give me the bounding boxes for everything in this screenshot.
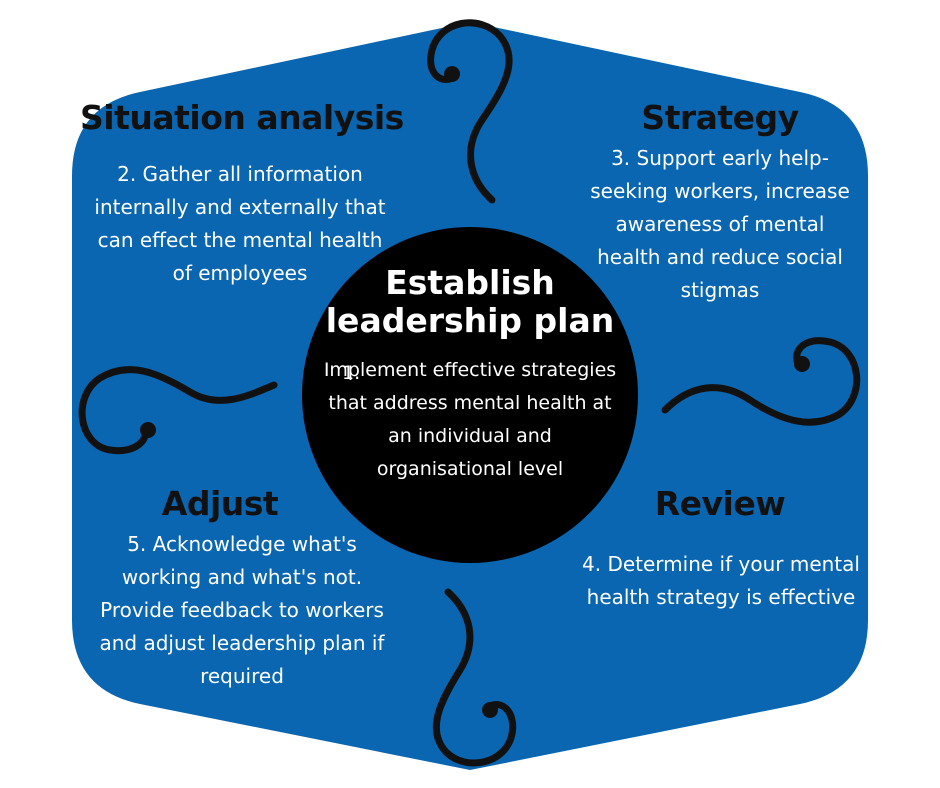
top-swirl-icon <box>427 19 513 204</box>
center-title-line2: leadership plan <box>325 301 615 340</box>
bottom-swirl-icon <box>432 588 517 767</box>
strategy-text: 3. Support early help-seeking workers, i… <box>590 146 850 302</box>
situation-heading: Situation analysis <box>80 98 404 137</box>
center-step-number: 1. <box>342 362 361 384</box>
strategy-heading: Strategy <box>641 98 799 137</box>
review-text: 4. Determine if your mental health strat… <box>582 552 860 609</box>
center-title-line1: Establish <box>385 263 555 302</box>
review-heading: Review <box>654 484 786 523</box>
adjust-heading: Adjust <box>161 484 279 523</box>
right-swirl-icon <box>661 337 861 426</box>
adjust-text: 5. Acknowledge what's working and what's… <box>99 532 385 688</box>
center-circle <box>302 227 638 563</box>
situation-text: 2. Gather all information internally and… <box>94 162 386 285</box>
left-swirl-icon <box>78 366 278 455</box>
center-step-text: Implement effective strategies that addr… <box>323 359 617 480</box>
